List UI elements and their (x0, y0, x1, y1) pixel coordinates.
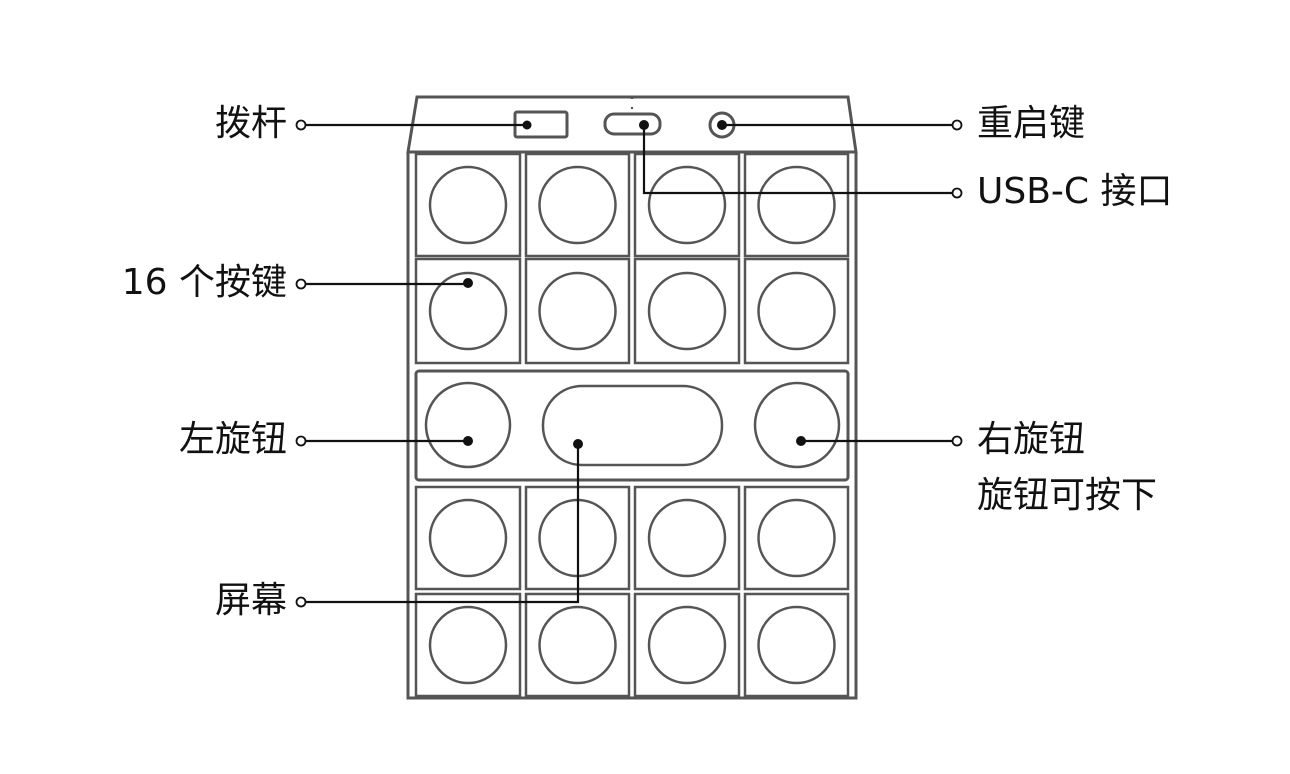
label-toggle-switch: 拨杆 (214, 103, 287, 144)
right-knob (753, 381, 841, 469)
label-screen: 屏幕 (214, 580, 287, 621)
ring-left-knob (295, 435, 307, 447)
leader-screen (306, 444, 580, 604)
key-cell-9 (414, 485, 522, 591)
key-grid (414, 152, 850, 698)
ring-reset-button (951, 119, 963, 131)
key-cell-14 (524, 592, 631, 698)
key-cell-4 (743, 152, 850, 258)
usb-c-port (603, 112, 662, 136)
pin-right-knob (796, 436, 806, 446)
key-cell-1 (414, 152, 522, 258)
knob-panel (414, 369, 850, 482)
pin-keys (463, 278, 473, 288)
usb-led-dot (630, 106, 634, 110)
key-button-13 (428, 605, 508, 685)
key-button-16 (757, 605, 836, 685)
key-button-2 (538, 165, 617, 245)
key-button-14 (538, 605, 617, 685)
key-cell-15 (633, 592, 741, 698)
key-cell-5 (414, 257, 522, 365)
ring-usb-c-port (951, 187, 963, 199)
pin-usb-c-port (639, 120, 649, 130)
ring-keys (295, 278, 307, 290)
key-cell-6 (524, 257, 631, 365)
pin-toggle-switch (522, 120, 532, 130)
label-keys: 16 个按键 (121, 262, 287, 303)
key-cell-8 (743, 257, 850, 365)
key-cell-7 (633, 257, 741, 365)
pin-screen (573, 439, 583, 449)
key-button-15 (647, 605, 727, 685)
screen (541, 384, 724, 467)
ring-toggle-switch (295, 119, 307, 131)
key-button-12 (757, 498, 836, 578)
pin-reset-button (717, 120, 727, 130)
key-button-8 (757, 271, 836, 351)
key-cell-11 (633, 485, 741, 591)
key-button-11 (647, 498, 727, 578)
key-cell-12 (743, 485, 850, 591)
label-right-knob-pressable: 旋钮可按下 (977, 475, 1158, 516)
key-button-3 (647, 165, 727, 245)
device-body (406, 152, 858, 700)
key-cell-16 (743, 592, 850, 698)
label-left-knob: 左旋钮 (178, 419, 287, 460)
key-button-9 (428, 498, 508, 578)
ring-right-knob (951, 435, 963, 447)
key-cell-2 (524, 152, 631, 258)
key-button-4 (757, 165, 836, 245)
left-knob (424, 381, 512, 469)
label-reset-button: 重启键 (977, 103, 1086, 144)
pin-left-knob (463, 436, 473, 446)
key-button-1 (428, 165, 508, 245)
ring-screen (295, 596, 307, 608)
key-button-6 (538, 271, 617, 351)
label-usb-c-port: USB-C 接口 (977, 171, 1173, 212)
label-right-knob: 右旋钮 (977, 419, 1086, 460)
key-button-7 (647, 271, 727, 351)
key-button-5 (428, 271, 508, 351)
key-cell-3 (633, 152, 741, 258)
leader-usb-c-port (642, 125, 952, 195)
key-cell-13 (414, 592, 522, 698)
